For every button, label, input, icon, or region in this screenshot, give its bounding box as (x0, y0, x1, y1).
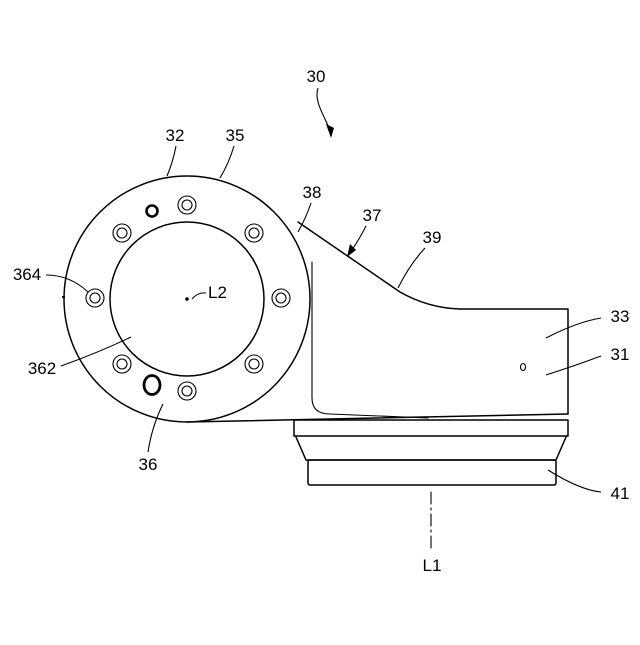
label-364: 364 (13, 265, 41, 284)
label-l2: L2 (208, 283, 227, 302)
bolt-hole (272, 289, 290, 307)
bolt-hole (86, 289, 104, 307)
arrow-30-shaft (317, 88, 331, 132)
label-38: 38 (303, 183, 322, 202)
label-33: 33 (611, 307, 630, 326)
base-lower-ring (308, 460, 556, 485)
leader-38 (298, 203, 311, 232)
leader-l2 (192, 293, 206, 299)
bolt-hole (245, 355, 263, 373)
base-upper-plate (294, 420, 568, 436)
label-36: 36 (139, 455, 158, 474)
bolt-hole (113, 224, 131, 242)
label-35: 35 (226, 126, 245, 145)
bolt-hole (245, 224, 263, 242)
leader-31 (546, 356, 601, 375)
small-pin-hole (147, 206, 158, 217)
axis-l2-point (185, 297, 189, 301)
label-41: 41 (611, 484, 630, 503)
arm-small-hole (521, 364, 526, 371)
arm-lower-edge (187, 414, 568, 422)
label-39: 39 (423, 228, 442, 247)
bolt-hole (178, 382, 196, 400)
leader-36 (148, 404, 163, 452)
label-30: 30 (307, 67, 326, 86)
arm-upper-edge (298, 222, 568, 414)
label-l1: L1 (423, 556, 442, 575)
bolt-hole (113, 355, 131, 373)
base-flange (296, 437, 566, 460)
leader-35 (220, 146, 234, 178)
label-37: 37 (363, 206, 382, 225)
bolt-hole (178, 196, 196, 214)
label-362: 362 (28, 359, 56, 378)
label-31: 31 (611, 345, 630, 364)
large-pin-hole (144, 376, 160, 395)
label-32: 32 (166, 126, 185, 145)
arm-inner-surface (312, 262, 428, 418)
arrow-30-head (326, 124, 334, 138)
leader-32 (167, 146, 176, 176)
leader-364 (46, 275, 88, 292)
leader-39 (398, 248, 425, 288)
leader-33 (546, 318, 601, 338)
